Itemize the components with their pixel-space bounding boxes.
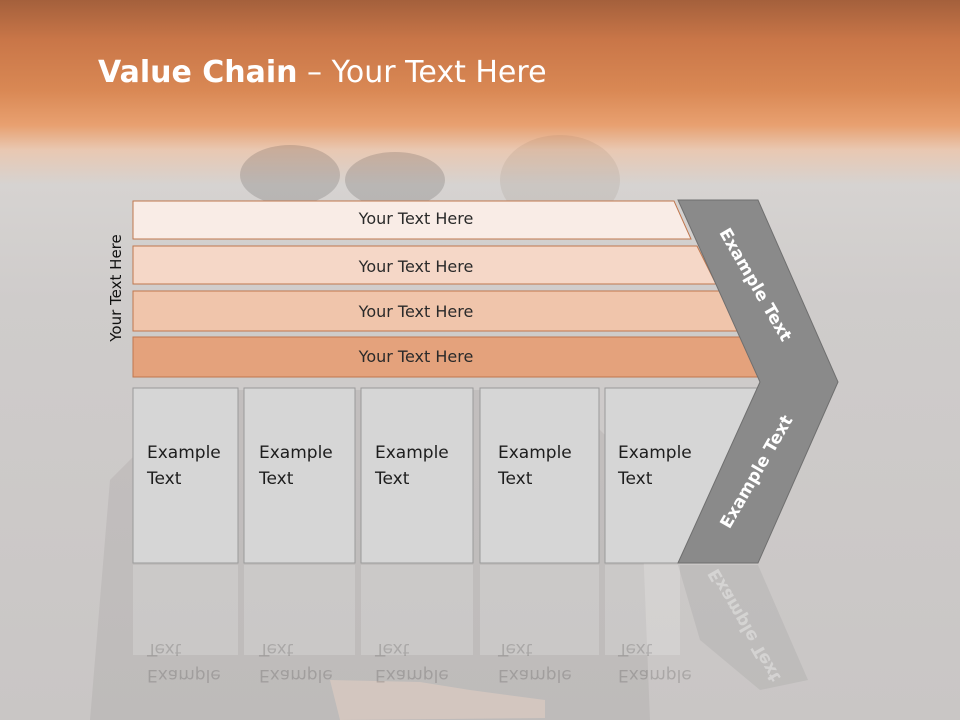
box-1-reflection: Example Text bbox=[147, 639, 221, 685]
title-bold: Value Chain bbox=[98, 55, 298, 90]
box-5-reflection: Example Text bbox=[618, 639, 692, 685]
bar-1-shape bbox=[132, 200, 692, 240]
box-1-label: Example Text bbox=[147, 443, 221, 489]
title-rest: – Your Text Here bbox=[297, 55, 547, 90]
bar-4-label: Your Text Here bbox=[358, 347, 474, 366]
bar-1-label: Your Text Here bbox=[358, 209, 474, 228]
chevron-reflection bbox=[678, 565, 808, 690]
box-3-reflection: Example Text bbox=[375, 639, 449, 685]
box-3-shape bbox=[360, 387, 474, 564]
box-2-reflection: Example Text bbox=[259, 639, 333, 685]
box-5-label: Example Text bbox=[618, 443, 692, 489]
box-2-label: Example Text bbox=[259, 443, 333, 489]
box-2-shape bbox=[243, 387, 356, 564]
chevron-shape bbox=[677, 199, 839, 564]
bar-2-label: Your Text Here bbox=[358, 257, 474, 276]
box-4-label: Example Text bbox=[498, 443, 572, 489]
slide-title: Value Chain – Your Text Here bbox=[98, 55, 547, 90]
box-4-shape bbox=[479, 387, 600, 564]
box-3-label: Example Text bbox=[375, 443, 449, 489]
bar-3-label: Your Text Here bbox=[358, 302, 474, 321]
box-4-reflection: Example Text bbox=[498, 639, 572, 685]
box-reflections bbox=[133, 565, 680, 655]
box-1-shape bbox=[132, 387, 239, 564]
